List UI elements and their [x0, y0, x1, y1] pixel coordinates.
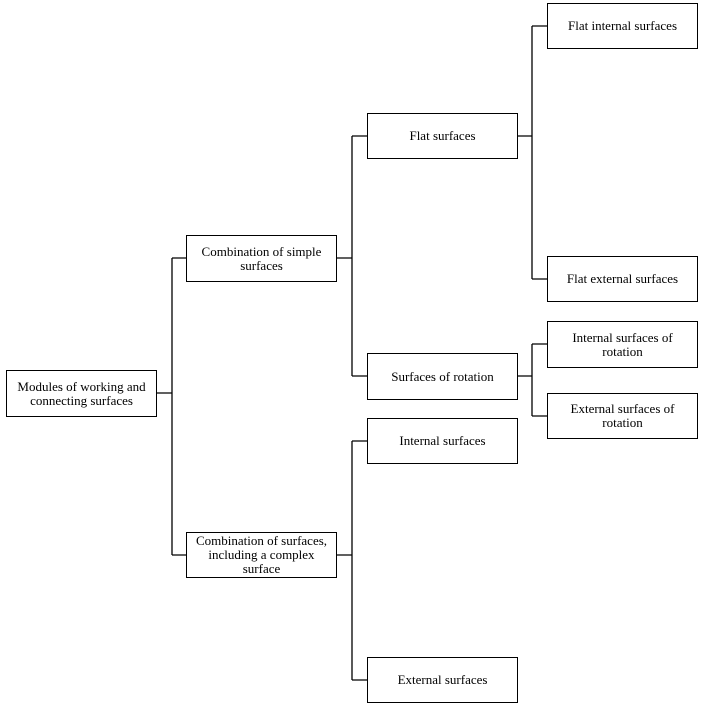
connector-rotation-to-children — [518, 343, 547, 417]
node-label: Flat internal surfaces — [567, 18, 677, 33]
connector-flat-to-children — [518, 25, 547, 280]
node-label: Internal surfaces — [399, 433, 486, 448]
node-external-surfaces-of-rotation: External surfaces of rotation — [547, 393, 698, 439]
node-combination-simple-surfaces: Combination of simple surfaces — [186, 235, 337, 282]
node-flat-internal-surfaces: Flat internal surfaces — [547, 3, 698, 49]
node-flat-surfaces: Flat surfaces — [367, 113, 518, 159]
node-label: External surfaces of rotation — [570, 401, 675, 430]
node-label: External surfaces — [397, 672, 488, 687]
node-label: Combination of surfaces, including a com… — [195, 533, 328, 576]
node-internal-surfaces-of-rotation: Internal surfaces of rotation — [547, 321, 698, 368]
node-label: Flat surfaces — [409, 128, 476, 143]
node-combination-complex-surface: Combination of surfaces, including a com… — [186, 532, 337, 578]
node-external-surfaces: External surfaces — [367, 657, 518, 703]
connector-root-to-children — [157, 257, 186, 556]
node-internal-surfaces: Internal surfaces — [367, 418, 518, 464]
node-label: Flat external surfaces — [566, 271, 679, 286]
node-label: Surfaces of rotation — [391, 368, 494, 384]
node-modules-of-surfaces: Modules of working and connecting surfac… — [6, 370, 157, 417]
node-flat-external-surfaces: Flat external surfaces — [547, 256, 698, 302]
node-surfaces-of-rotation: Surfaces of rotation — [367, 353, 518, 400]
connector-complex-to-children — [337, 440, 367, 681]
node-label: Modules of working and connecting surfac… — [17, 378, 146, 408]
connector-simple-to-children — [337, 135, 367, 377]
node-label: Combination of simple surfaces — [201, 243, 322, 273]
node-label: Internal surfaces of rotation — [572, 329, 673, 359]
